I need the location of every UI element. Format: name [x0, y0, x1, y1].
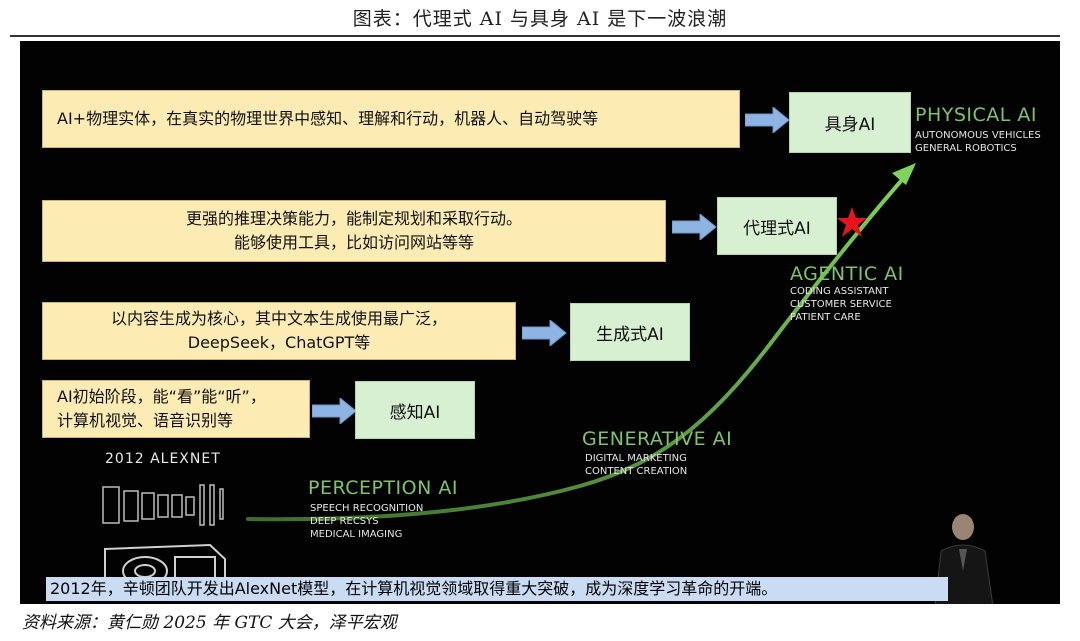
- stage-items-agentic: Coding Assistant Customer Service Patien…: [790, 285, 892, 324]
- stage-item: General Robotics: [915, 143, 1017, 154]
- desc-line: 以内容生成为核心，其中文本生成使用最广泛，: [110, 309, 447, 328]
- desc-box-perception: AI初始阶段，能“看”能“听”， 计算机视觉、语音识别等: [42, 380, 310, 438]
- stage-items-physical: Autonomous Vehicles General Robotics: [915, 129, 1041, 155]
- stage-title-perception: PERCEPTION AI: [308, 477, 458, 499]
- stage-items-generative: Digital Marketing Content Creation: [585, 452, 687, 478]
- desc-box-physical: AI+物理实体，在真实的物理世界中感知、理解和行动，机器人、自动驾驶等: [42, 90, 740, 148]
- arrow-right-icon: [672, 214, 717, 240]
- stage-title-agentic: AGENTIC AI: [790, 263, 904, 285]
- stage-item: Speech Recognition: [310, 503, 424, 514]
- growth-curve-line: [246, 171, 910, 522]
- curve-arrowhead-icon: [892, 163, 916, 185]
- stage-item: Digital Marketing: [585, 453, 687, 464]
- stage-item: Deep RecSys: [310, 516, 379, 527]
- alexnet-label: 2012 ALEXNET: [105, 451, 221, 467]
- growth-curve: [246, 163, 916, 522]
- stage-item: Patient Care: [790, 312, 861, 323]
- title-divider: [10, 35, 1060, 37]
- source-note: 资料来源：黄仁勋 2025 年 GTC 大会，泽平宏观: [22, 613, 397, 633]
- stage-item: Content Creation: [585, 466, 688, 477]
- desc-box-agentic: 更强的推理决策能力，能制定规划和采取行动。 能够使用工具，比如访问网站等等: [42, 200, 666, 262]
- stage-box-agentic: 代理式AI: [717, 197, 837, 255]
- desc-line: AI初始阶段，能“看”能“听”，: [57, 387, 266, 406]
- desc-line: AI+物理实体，在真实的物理世界中感知、理解和行动，机器人、自动驾驶等: [57, 109, 599, 128]
- stage-item: Medical Imaging: [310, 529, 403, 540]
- stage-item: Customer Service: [790, 299, 892, 310]
- arrow-right-icon: [522, 320, 567, 346]
- red-star-icon: [837, 207, 867, 237]
- desc-line: 能够使用工具，比如访问网站等等: [233, 233, 474, 252]
- desc-line: 更强的推理决策能力，能制定规划和采取行动。: [185, 209, 522, 228]
- stage-box-generative: 生成式AI: [570, 303, 690, 361]
- stage-item: Coding Assistant: [790, 286, 889, 297]
- stage-box-perception: 感知AI: [355, 381, 475, 439]
- stage-item: Autonomous Vehicles: [915, 130, 1041, 141]
- page-title: 图表：代理式 AI 与具身 AI 是下一波浪潮: [352, 8, 728, 30]
- stage-title-physical: PHYSICAL AI: [915, 104, 1038, 126]
- caption-banner: 2012年，辛顿团队开发出AlexNet模型，在计算机视觉领域取得重大突破，成为…: [46, 577, 948, 601]
- speaker-figure: [934, 514, 994, 604]
- desc-line: DeepSeek，ChatGPT等: [187, 333, 371, 352]
- stage-title-generative: GENERATIVE AI: [582, 428, 733, 450]
- stage-box-physical: 具身AI: [789, 92, 911, 153]
- desc-line: 计算机视觉、语音识别等: [57, 411, 234, 430]
- stage-items-perception: Speech Recognition Deep RecSys Medical I…: [310, 502, 423, 541]
- arrow-right-icon: [745, 107, 790, 133]
- arrow-right-icon: [312, 398, 357, 424]
- desc-box-generative: 以内容生成为核心，其中文本生成使用最广泛， DeepSeek，ChatGPT等: [42, 302, 516, 360]
